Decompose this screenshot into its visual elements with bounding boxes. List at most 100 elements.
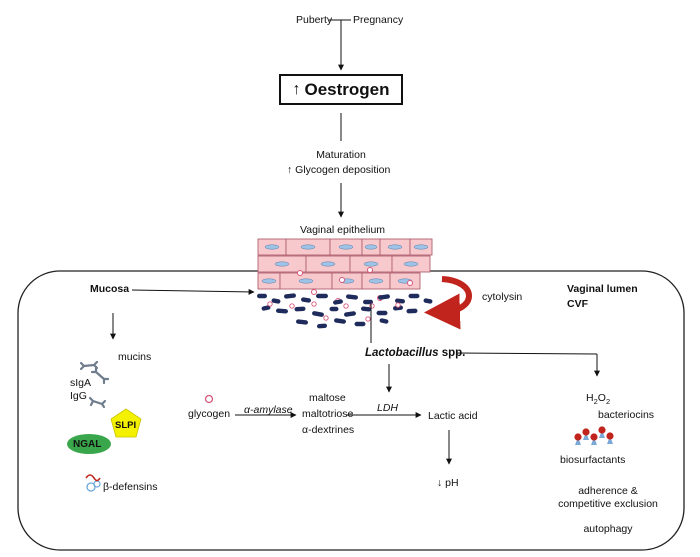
lactobacillus-rod: [376, 310, 388, 316]
lactobacillus-rod: [316, 293, 328, 299]
cell-nucleus: [403, 261, 419, 267]
lactobacillus-rod: [393, 305, 403, 311]
lactobacillus-rod: [294, 306, 306, 312]
beta-defensins-label: β-defensins: [103, 481, 158, 493]
lactobacillus-rod: [408, 293, 420, 299]
glycogen-granule: [343, 303, 349, 309]
cytolysin-arrow: [424, 276, 472, 330]
puberty-label: Puberty: [296, 14, 333, 26]
lactobacillus-rod: [395, 298, 405, 304]
lactobacillus-rod: [312, 311, 324, 317]
oestrogen-label: Oestrogen: [304, 79, 390, 99]
lactobacillus-rod: [423, 298, 433, 304]
lactobacillus-rod: [379, 318, 389, 324]
competitive-exclusion-label: competitive exclusion: [558, 498, 658, 510]
glycogen-granule: [297, 270, 303, 276]
biosurfactant-stem: [607, 436, 613, 444]
lactobacilli-layer: [257, 293, 433, 329]
glycogen-deposition-text: Glycogen deposition: [295, 164, 391, 176]
lactobacillus-rod: [334, 318, 346, 324]
igg-label: IgG: [70, 390, 87, 402]
lactobacillus-rod: [346, 294, 358, 300]
biosurfactant-icon: [574, 426, 614, 445]
lactobacillus-rod: [271, 298, 281, 304]
biosurfactant-stem: [583, 432, 589, 440]
glycogen-granule: [407, 280, 413, 286]
bacteriocins-label: bacteriocins: [598, 409, 655, 421]
glycogen-granule: [339, 277, 345, 283]
glycogen-granule: [289, 303, 295, 309]
biosurfactants-label: biosurfactants: [560, 454, 626, 466]
biosurfactant-stem: [591, 437, 597, 445]
biosurfactant-stem: [599, 430, 605, 438]
lactobacillus-right-branch: [455, 352, 598, 355]
slpi-label: SLPI: [115, 420, 137, 431]
mucins-label: mucins: [118, 351, 152, 363]
cell-nucleus: [261, 278, 277, 284]
maturation-label: Maturation: [316, 149, 366, 161]
up-arrow-icon: ↑: [292, 80, 301, 98]
biosurfactant-head: [574, 433, 582, 441]
vaginal-epithelium-label: Vaginal epithelium: [300, 224, 386, 236]
cvf-label: CVF: [567, 298, 588, 310]
cell-nucleus: [300, 244, 316, 250]
cell-nucleus: [387, 244, 403, 250]
cell-nucleus: [413, 244, 429, 250]
pregnancy-label: Pregnancy: [353, 14, 404, 26]
h2o2-label: H2O2: [586, 392, 611, 407]
lactic-acid-label: Lactic acid: [428, 410, 478, 422]
alpha-amylase-label: α-amylase: [244, 404, 293, 416]
lactobacillus-rod: [361, 306, 371, 312]
glycogen-granule: [311, 301, 317, 307]
lactobacillus-rod: [301, 297, 311, 303]
lactobacillus-rod: [354, 321, 366, 327]
lactobacillus-rod: [317, 323, 327, 329]
lactobacillus-rod: [329, 306, 339, 312]
autophagy-label: autophagy: [583, 523, 633, 535]
cytolysin-label: cytolysin: [482, 291, 523, 303]
cell-nucleus: [364, 244, 378, 250]
biosurfactant-head: [598, 426, 606, 434]
biosurfactant-head: [590, 433, 598, 441]
cell-nucleus: [338, 244, 354, 250]
maltose-label: maltose: [309, 392, 346, 404]
glycogen-granule: [365, 316, 371, 322]
cell-nucleus: [298, 278, 314, 284]
vaginal-lumen-label: Vaginal lumen: [567, 283, 638, 295]
glycogen-granule: [267, 301, 273, 307]
lactobacillus-rod: [378, 294, 390, 300]
glycogen-deposition-label: ↑ Glycogen deposition: [287, 164, 390, 177]
down-arrow-icon: ↓: [437, 477, 443, 489]
lactobacillus-rod: [406, 308, 418, 314]
cell-nucleus: [274, 261, 290, 267]
lactobacillus-rod: [284, 293, 296, 299]
up-arrow-icon: ↑: [287, 164, 293, 176]
lactobacillus-spp: spp.: [438, 347, 466, 359]
cell-nucleus: [264, 244, 280, 250]
antibody-icons: [79, 360, 110, 409]
cell-nucleus: [363, 261, 379, 267]
lactobacillus-rod: [257, 293, 267, 299]
lactobacillus-rod: [363, 299, 373, 305]
ldh-label: LDH: [377, 402, 399, 414]
siga-label: sIgA: [70, 377, 92, 389]
mucosa-arrow: [131, 288, 255, 295]
glycogen-granule: [311, 289, 317, 295]
glycogen-label: glycogen: [188, 408, 231, 420]
adherence-label: adherence &: [578, 485, 638, 497]
cell-nucleus: [368, 278, 384, 284]
lactobacillus-rod: [261, 305, 271, 311]
alpha-dextrines-label: α-dextrines: [302, 424, 355, 436]
glycogen-granule: [395, 302, 401, 308]
mucosa-label: Mucosa: [90, 283, 130, 295]
defensin-icon: [85, 474, 101, 492]
biosurfactant-stem: [575, 437, 581, 445]
lactobacillus-genus: Lactobacillus: [365, 347, 439, 359]
lactobacillus-rod: [333, 299, 343, 305]
slpi-shape: [110, 408, 142, 438]
glycogen-granule: [369, 303, 375, 309]
ngal-shape: [67, 434, 111, 454]
oestrogen-box: ↑ Oestrogen: [279, 74, 403, 105]
